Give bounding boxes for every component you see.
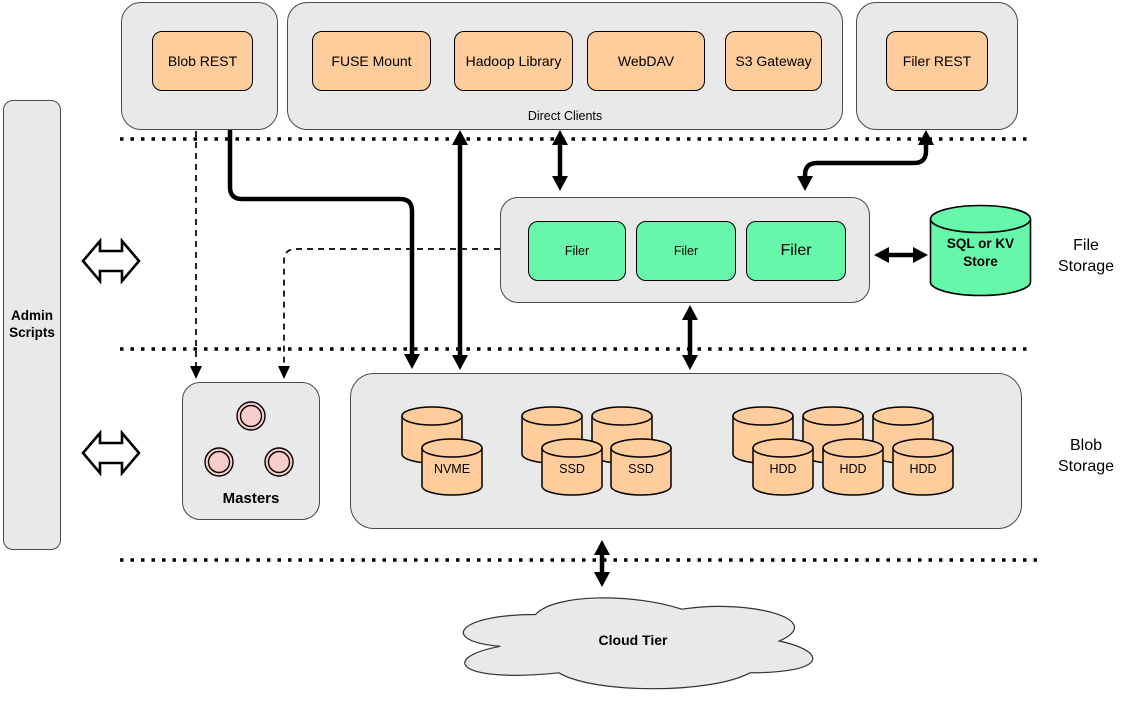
ssd-label: SSD <box>559 462 585 476</box>
filer-rest-group: Filer REST <box>856 2 1018 130</box>
admin-scripts-label: Admin Scripts <box>9 308 55 340</box>
webdav-node: WebDAV <box>587 31 705 91</box>
s3-gateway-label: S3 Gateway <box>735 53 812 69</box>
fuse-mount-label: FUSE Mount <box>331 53 412 69</box>
filer-blob-storage-arrow <box>682 305 698 370</box>
direct-clients-title: Direct Clients <box>527 109 603 123</box>
blob-rest-label: Blob REST <box>167 53 238 69</box>
clients-filer-arrow <box>552 130 568 191</box>
volume-cylinder-hdd: HDD <box>892 438 954 496</box>
cloud-tier-shape: Cloud Tier <box>438 588 828 694</box>
database-cylinder-icon <box>929 204 1032 297</box>
hadoop-library-label: Hadoop Library <box>465 53 562 69</box>
blob-rest-to-blob-storage-connector <box>227 130 420 369</box>
filer-node-2: Filer <box>636 221 736 281</box>
filer-rest-node: Filer REST <box>886 31 988 91</box>
hadoop-library-node: Hadoop Library <box>454 31 573 91</box>
masters-label: Masters <box>222 490 280 507</box>
blob-storage-section-label: Blob Storage <box>1057 437 1115 475</box>
blob-storage-cluster: NVME SSD SSD HDD HDD HDD <box>350 373 1022 529</box>
metadata-store-label: SQL or KV Store <box>946 236 1015 269</box>
filer-node-3: Filer <box>746 221 846 281</box>
clients-blob-storage-arrow <box>452 130 468 370</box>
admin-scripts-bar: Admin Scripts <box>3 100 61 550</box>
filer-cluster: Filer Filer Filer <box>500 197 870 303</box>
ssd-label: SSD <box>628 462 654 476</box>
volume-cylinder-hdd: HDD <box>752 438 814 496</box>
volume-cylinder-nvme: NVME <box>421 438 483 496</box>
filer-3-label: Filer <box>780 242 812 259</box>
masters-group: Masters <box>182 382 320 520</box>
hdd-label: HDD <box>909 462 937 476</box>
filer-metadata-store-arrow <box>874 247 928 263</box>
file-storage-section-label: File Storage <box>1057 237 1115 275</box>
volume-cylinder-ssd: SSD <box>541 438 603 496</box>
cloud-tier-label: Cloud Tier <box>598 632 668 648</box>
master-nodes-icon <box>204 401 294 477</box>
volume-cylinder-ssd: SSD <box>610 438 672 496</box>
filer-masters-dashed-arrow <box>278 248 500 379</box>
blob-rest-group: Blob REST <box>121 2 278 130</box>
filer-rest-filer-arrow <box>797 130 934 191</box>
nvme-label: NVME <box>433 462 471 476</box>
hdd-label: HDD <box>769 462 797 476</box>
hdd-label: HDD <box>839 462 867 476</box>
metadata-store-cylinder: SQL or KV Store <box>929 204 1032 297</box>
blob-rest-masters-dashed-arrow <box>190 131 202 379</box>
filer-rest-label: Filer REST <box>902 53 972 69</box>
fuse-mount-node: FUSE Mount <box>312 31 431 91</box>
s3-gateway-node: S3 Gateway <box>725 31 822 91</box>
cloud-icon <box>462 597 814 690</box>
blob-cloud-arrow <box>594 540 610 587</box>
filer-2-label: Filer <box>673 244 699 258</box>
admin-file-storage-arrow <box>81 237 141 285</box>
direct-clients-group: FUSE Mount Hadoop Library WebDAV S3 Gate… <box>287 2 843 130</box>
blob-rest-node: Blob REST <box>152 31 253 91</box>
filer-1-label: Filer <box>564 244 590 258</box>
volume-cylinder-hdd: HDD <box>822 438 884 496</box>
filer-node-1: Filer <box>528 221 626 281</box>
webdav-label: WebDAV <box>617 53 675 69</box>
admin-blob-storage-arrow <box>81 429 141 477</box>
